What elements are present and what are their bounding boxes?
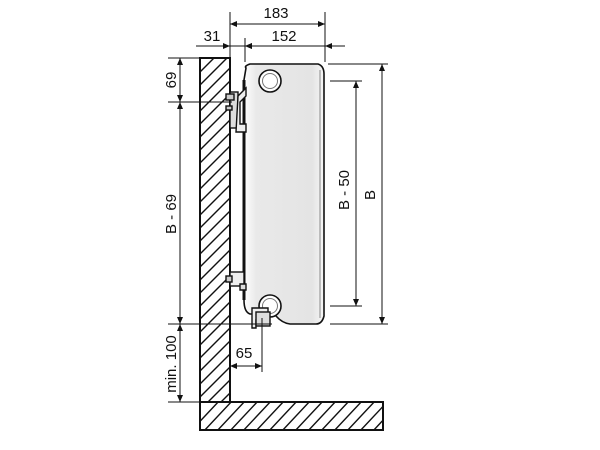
arrow-icon: [177, 58, 183, 65]
arrow-icon: [325, 43, 332, 49]
arrow-icon: [245, 43, 252, 49]
dimension-lines: [168, 12, 388, 403]
arrow-icon: [379, 64, 385, 71]
floor: [199, 57, 384, 431]
wall: [199, 57, 231, 403]
arrow-icon: [177, 317, 183, 324]
radiator-panel: [242, 63, 325, 325]
arrow-icon: [255, 363, 262, 369]
dim-floor-clearance: min. 100: [163, 335, 180, 393]
top-bracket-icon: [225, 86, 247, 133]
arrow-icon: [353, 299, 359, 306]
dim-height: B: [362, 190, 379, 200]
arrow-icon: [353, 81, 359, 88]
dim-overall-depth: 183: [263, 5, 288, 22]
arrow-icon: [379, 317, 385, 324]
bottom-valve-icon: [251, 307, 271, 329]
dim-connection-offset: 65: [236, 345, 253, 362]
arrow-icon: [177, 395, 183, 402]
arrow-icon: [223, 43, 230, 49]
dim-radiator-depth: 152: [271, 28, 296, 45]
bottom-bracket-icon: [225, 271, 247, 291]
dim-bracket-span: B - 69: [163, 194, 180, 234]
dim-wall-gap: 31: [204, 28, 221, 45]
arrow-icon: [177, 95, 183, 102]
dim-connection-span: B - 50: [336, 170, 353, 210]
arrow-icon: [230, 21, 237, 27]
arrow-icon: [318, 21, 325, 27]
dim-top-offset: 69: [163, 72, 180, 89]
arrow-icon: [177, 324, 183, 331]
arrow-icon: [177, 102, 183, 109]
arrow-icon: [230, 363, 237, 369]
